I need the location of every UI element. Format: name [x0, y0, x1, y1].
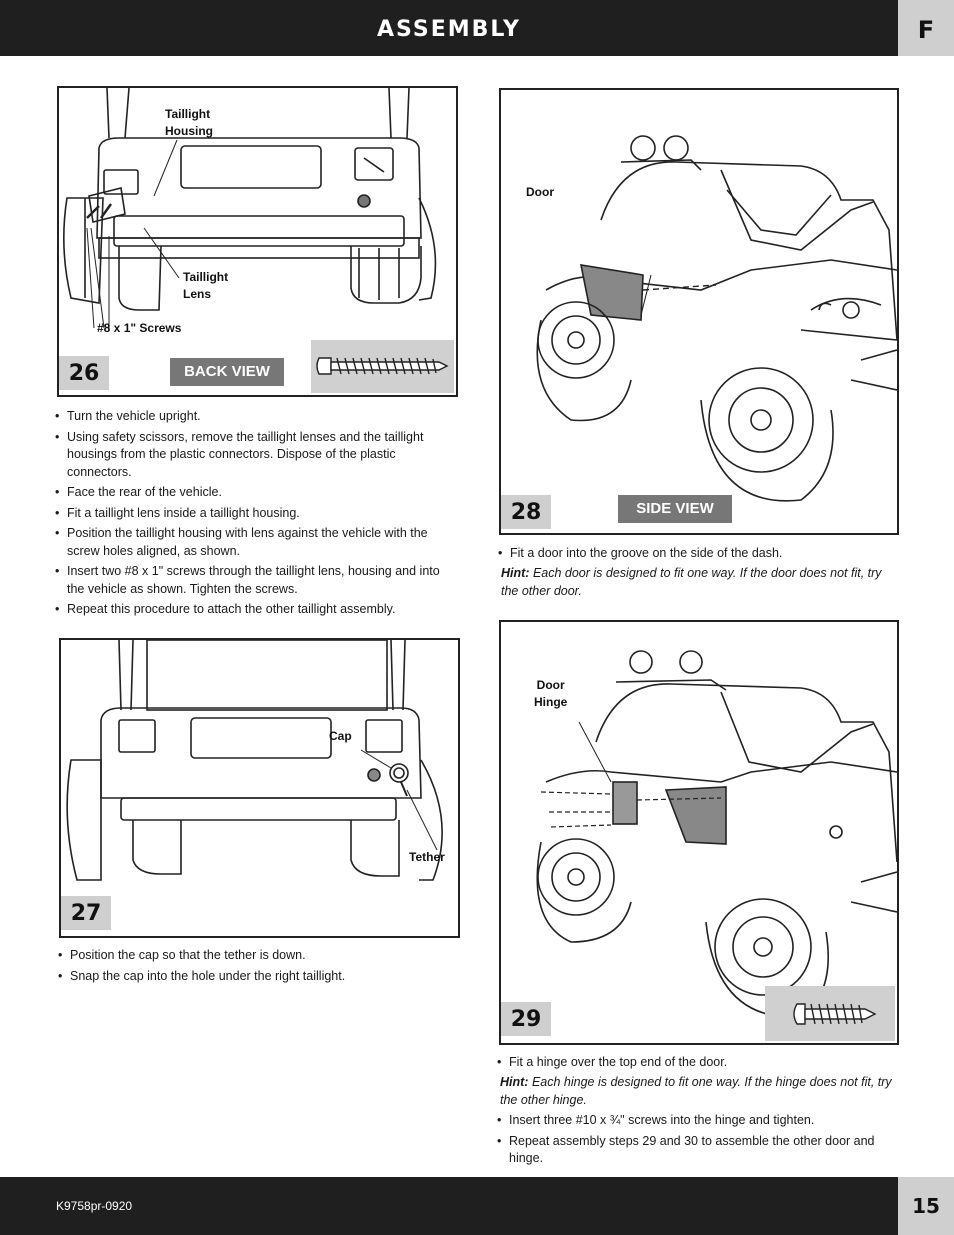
step-number-28: 28: [501, 495, 551, 529]
instruction-item: Position the taillight housing with lens…: [54, 525, 458, 560]
instruction-item: Fit a taillight lens inside a taillight …: [54, 505, 458, 523]
instruction-item: Using safety scissors, remove the tailli…: [54, 429, 458, 482]
hint-label: Hint:: [500, 1075, 529, 1089]
instruction-item: Repeat assembly steps 29 and 30 to assem…: [496, 1133, 876, 1168]
screws-callout: #8 x 1" Screws: [97, 321, 182, 335]
screw-8x1-inset: [311, 340, 454, 393]
vehicle-rear-cap-illustration: [66, 640, 443, 881]
step-29-figure: Door Hinge 29: [499, 620, 899, 1045]
vehicle-door-hinge-illustration: [536, 650, 897, 1018]
hint-text: Each door is designed to fit one way. If…: [501, 566, 882, 598]
step-29-instructions-b: Insert three #10 x ¾" screws into the hi…: [496, 1112, 876, 1171]
page-footer: K9758pr-0920 15: [0, 1177, 954, 1235]
taillight-housing-callout: Taillight Housing: [165, 107, 213, 138]
step-28-instructions: Fit a door into the groove on the side o…: [497, 545, 897, 566]
screw-10x34-inset: [765, 986, 895, 1041]
page-title: ASSEMBLY: [377, 17, 521, 42]
page-header: ASSEMBLY F: [0, 0, 954, 56]
step-28-figure: Door 28 SIDE VIEW: [499, 88, 899, 535]
door-hinge-callout: Door Hinge: [534, 678, 568, 709]
step-number-27: 27: [61, 896, 111, 930]
tether-callout: Tether: [409, 850, 445, 864]
door-callout: Door: [526, 185, 554, 199]
side-view-label: SIDE VIEW: [618, 495, 732, 523]
step-26-figure: Taillight Housing Taillight Lens #8 x 1"…: [57, 86, 458, 397]
taillight-lens-callout: Taillight Lens: [183, 270, 229, 301]
instruction-item: Snap the cap into the hole under the rig…: [57, 968, 457, 986]
back-view-label: BACK VIEW: [170, 358, 284, 386]
document-code: K9758pr-0920: [56, 1199, 133, 1213]
cap-callout: Cap: [329, 729, 352, 743]
screw-icon: [316, 357, 449, 375]
screw-icon: [793, 1003, 877, 1025]
hint-label: Hint:: [501, 566, 530, 580]
vehicle-side-door-illustration: [536, 135, 897, 502]
step-29-instructions-a: Fit a hinge over the top end of the door…: [496, 1054, 896, 1075]
hint-text: Each hinge is designed to fit one way. I…: [500, 1075, 892, 1107]
page-number: 15: [898, 1177, 954, 1235]
step-number-29: 29: [501, 1002, 551, 1036]
step-27-instructions: Position the cap so that the tether is d…: [57, 947, 457, 988]
instruction-item: Fit a door into the groove on the side o…: [497, 545, 897, 563]
step-27-figure: Cap Tether 27: [59, 638, 460, 938]
instruction-item: Fit a hinge over the top end of the door…: [496, 1054, 896, 1072]
section-tab: F: [898, 0, 954, 56]
instruction-item: Turn the vehicle upright.: [54, 408, 458, 426]
instruction-item: Face the rear of the vehicle.: [54, 484, 458, 502]
step-number-26: 26: [59, 356, 109, 390]
vehicle-rear-illustration: [63, 88, 437, 329]
step-26-instructions: Turn the vehicle upright. Using safety s…: [54, 408, 458, 622]
step-28-hint: Hint: Each door is designed to fit one w…: [501, 565, 891, 600]
step-29-hint: Hint: Each hinge is designed to fit one …: [500, 1074, 892, 1109]
instruction-item: Repeat this procedure to attach the othe…: [54, 601, 458, 619]
instruction-item: Insert two #8 x 1" screws through the ta…: [54, 563, 458, 598]
instruction-item: Insert three #10 x ¾" screws into the hi…: [496, 1112, 876, 1130]
instruction-item: Position the cap so that the tether is d…: [57, 947, 457, 965]
